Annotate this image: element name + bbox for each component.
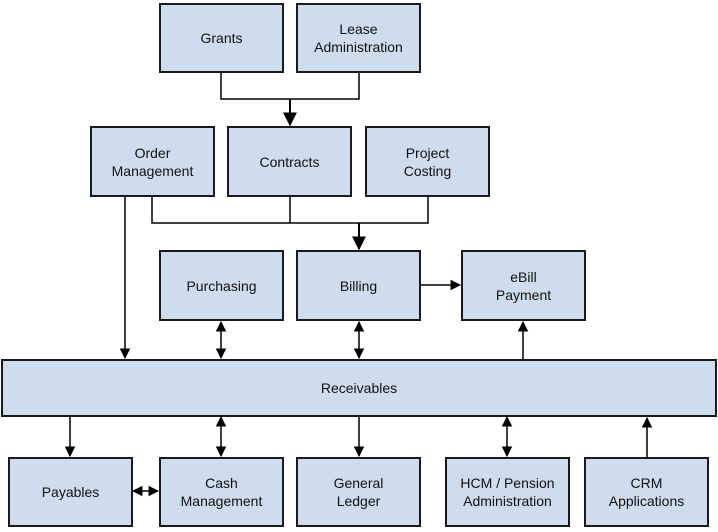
node-contracts: Contracts (227, 126, 352, 197)
connector-grants-lease-merge (220, 72, 360, 100)
node-hcm-pension-administration-label: HCM / Pension Administration (460, 475, 555, 509)
node-receivables: Receivables (1, 359, 717, 417)
node-lease-administration: Lease Administration (296, 3, 421, 73)
node-ebill-payment: eBill Payment (461, 250, 586, 321)
node-general-ledger-label: General Ledger (333, 475, 384, 509)
node-grants-label: Grants (200, 30, 243, 46)
node-project-costing: Project Costing (365, 126, 490, 197)
node-crm-applications: CRM Applications (584, 457, 709, 527)
node-cash-management: Cash Management (159, 457, 284, 527)
node-purchasing: Purchasing (159, 250, 284, 321)
node-payables: Payables (8, 457, 133, 527)
node-hcm-pension-administration: HCM / Pension Administration (445, 457, 570, 527)
node-order-management-label: Order Management (111, 144, 194, 179)
node-receivables-label: Receivables (320, 380, 398, 396)
node-purchasing-label: Purchasing (186, 277, 257, 294)
node-cash-management-label: Cash Management (180, 475, 263, 509)
node-billing-label: Billing (339, 277, 378, 294)
node-project-costing-label: Project Costing (403, 144, 452, 179)
node-contracts-label: Contracts (259, 153, 320, 170)
node-order-management: Order Management (90, 126, 215, 197)
node-ebill-payment-label: eBill Payment (495, 268, 552, 303)
node-payables-label: Payables (41, 484, 100, 500)
node-billing: Billing (296, 250, 421, 321)
node-grants: Grants (159, 3, 284, 73)
node-lease-administration-label: Lease Administration (314, 21, 403, 55)
node-general-ledger: General Ledger (296, 457, 421, 527)
node-crm-applications-label: CRM Applications (608, 475, 685, 509)
